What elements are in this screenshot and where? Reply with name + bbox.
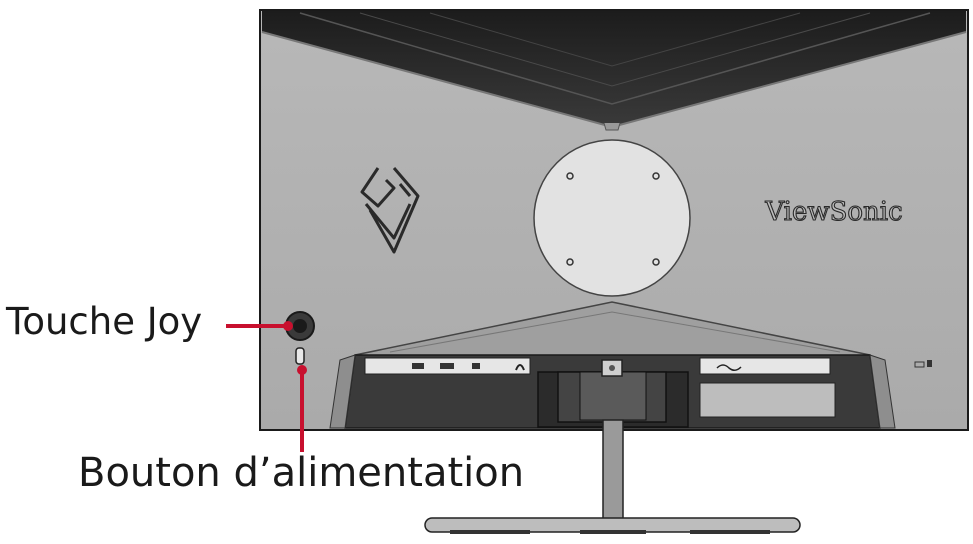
callout-label-power-button: Bouton d’alimentation [78,450,525,496]
callout-dot-joy [283,321,293,331]
ac-input-recess [699,382,836,418]
top-vent-ridge [299,12,931,105]
kensington-lock-icon [914,361,925,368]
stand-base-foot [450,530,530,534]
power-button[interactable] [295,347,305,365]
viewsonic-v-logo-icon [360,167,420,254]
dp-port-icon [472,363,480,369]
lower-ridge [354,301,871,356]
top-vent-ridge-3 [429,12,801,67]
hdmi-port-icon [440,363,454,369]
brand-wordmark: ViewSonic [764,197,902,227]
power-ac-icon [716,364,742,371]
top-vent-lip [603,122,621,131]
stand-pole [602,419,624,521]
stand-base-foot [690,530,770,534]
hdmi-port-icon [412,363,424,369]
top-vent-ridge-2 [359,12,871,87]
headphone-icon [515,364,525,371]
bottom-io-bevel [329,354,356,429]
lower-ridge-inner [389,311,841,353]
stand-base-foot [580,530,646,534]
vesa-mount-plate [533,139,691,297]
stand-base [424,517,801,533]
bottom-io-bevel-right [869,354,896,429]
callout-dot-power [297,365,307,375]
vesa-screw-hole [652,172,660,180]
stand-release-knob [609,365,615,371]
stand-neck-front [579,371,647,421]
top-vent-section [262,11,966,127]
joy-key-cap [293,319,307,333]
vesa-screw-hole [566,172,574,180]
vesa-screw-hole [566,258,574,266]
callout-label-joy-key: Touche Joy [6,300,203,343]
kensington-lock-glyph [927,360,932,367]
vesa-screw-hole [652,258,660,266]
